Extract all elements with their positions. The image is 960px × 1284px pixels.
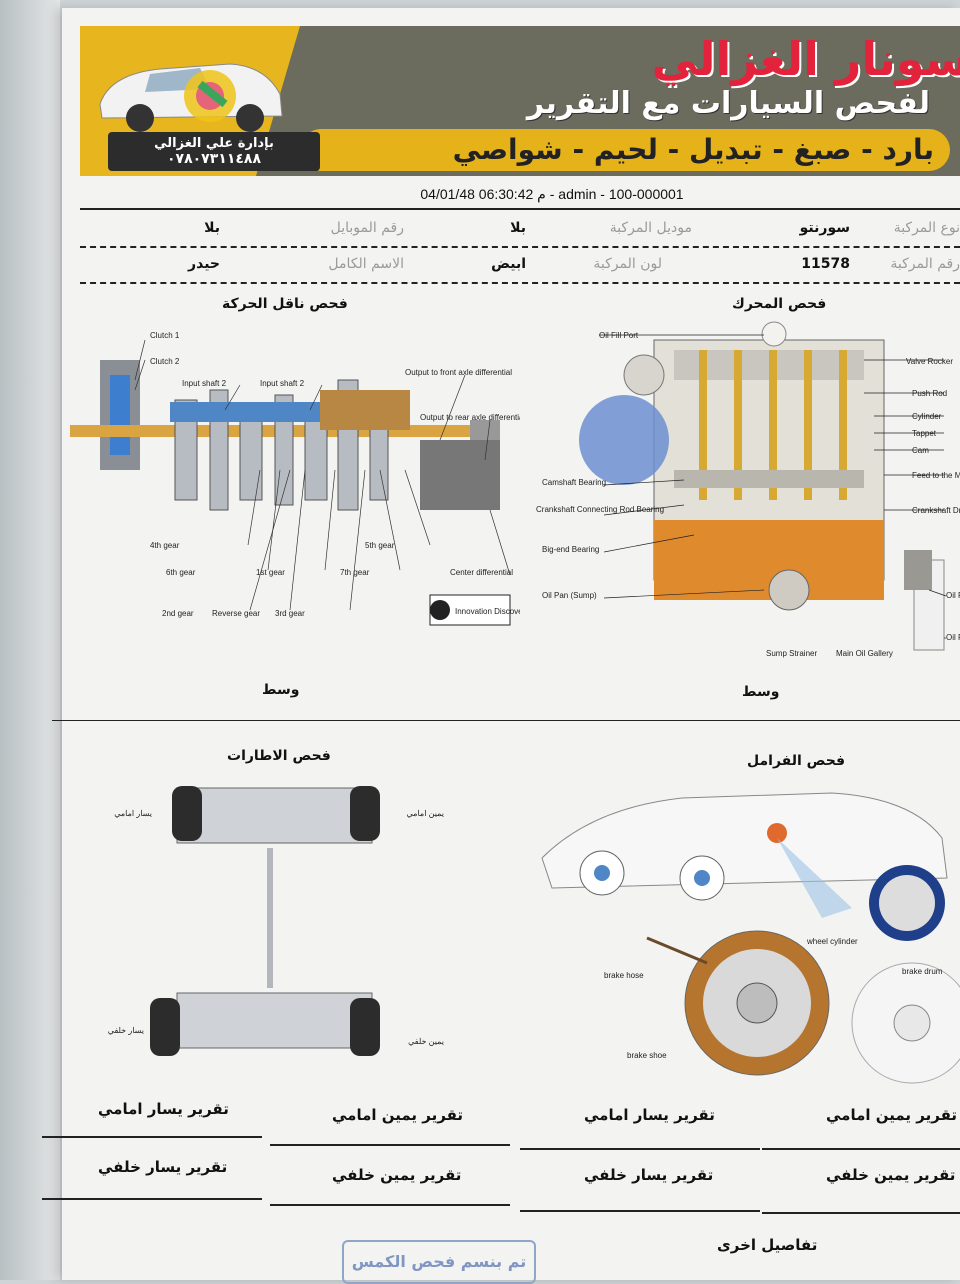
- engine-label-crank-drilling: Crankshaft Drilling: [912, 506, 960, 515]
- shop-subtitle: لفحص السيارات مع التقرير: [526, 86, 930, 121]
- brakes-title: فحص الفرامل: [747, 753, 846, 769]
- trans-label-6th: 6th gear: [166, 568, 196, 577]
- mobile-value: بلا: [204, 220, 220, 236]
- brake-report-front-right: تقرير يمين امامي: [826, 1106, 958, 1124]
- divider: [270, 1204, 510, 1206]
- tires-diagram: يسار امامي يمين امامي يسار خلفي يمين خلف…: [108, 786, 444, 1056]
- engine-label-feed-bearings: Feed to the Main Bearings: [912, 471, 960, 480]
- vehicle-number-label: رقم المركبة: [890, 256, 960, 272]
- shop-name: سونار الغزالي: [651, 32, 960, 86]
- engine-label-valve-rocker: Valve Rocker: [906, 357, 953, 366]
- divider: [270, 1144, 510, 1146]
- engine-label-big-end: Big-end Bearing: [542, 545, 599, 554]
- brake-label-wheel-cylinder: wheel cylinder: [806, 937, 858, 946]
- trans-label-input-shaft-b: Input shaft 2: [260, 379, 305, 388]
- tire-report-front-right: تقرير يمين امامي: [332, 1106, 464, 1124]
- inspection-stamp: تم بنسم فحص الكمس: [342, 1240, 536, 1284]
- other-details-label: تفاصيل اخرى: [717, 1236, 818, 1254]
- binder-edge: [0, 0, 60, 1280]
- trans-label-7th: 7th gear: [340, 568, 370, 577]
- trans-label-center-diff: Center differential: [450, 568, 513, 577]
- engine-label-camshaft-bearing: Camshaft Bearing: [542, 478, 606, 487]
- divider: [42, 1198, 262, 1200]
- divider: [520, 1210, 760, 1212]
- engine-label-sump-strainer: Sump Strainer: [766, 649, 817, 658]
- brake-report-front-left: تقرير يسار امامي: [584, 1106, 715, 1124]
- transmission-diagram: Clutch 1 Clutch 2 Input shaft 2 Input sh…: [70, 331, 520, 626]
- brake-label-brake-shoe: brake shoe: [627, 1051, 667, 1060]
- brakes-diagram: wheel cylinder brake hose brake drum bra…: [541, 792, 960, 1084]
- divider: [80, 282, 960, 284]
- header-banner: سونار الغزالي لفحص السيارات مع التقرير ب…: [80, 26, 960, 176]
- tire-report-rear-left: تقرير يسار خلفي: [98, 1158, 228, 1176]
- engine-label-cylinder: Cylinder: [912, 412, 942, 421]
- vehicle-color-label: لون المركبة: [593, 256, 662, 272]
- manager-name: بإدارة علي الغزالي: [154, 136, 274, 151]
- vehicle-model-value: بلا: [510, 220, 526, 236]
- manager-box: بإدارة علي الغزالي ٠٧٨٠٧٣١١٤٨٨: [108, 132, 320, 171]
- trans-label-5th: 5th gear: [365, 541, 395, 550]
- trans-label-3rd: 3rd gear: [275, 609, 305, 618]
- engine-diagram: Oil Fill Port Valve Rocker Push Rod Cyli…: [536, 321, 960, 658]
- brake-report-rear-right: تقرير يمين خلفي: [826, 1166, 956, 1184]
- mobile-label: رقم الموبايل: [330, 220, 404, 236]
- tire-report-front-left: تقرير يسار امامي: [98, 1100, 229, 1118]
- trans-label-1st: 1st gear: [256, 568, 285, 577]
- divider: [762, 1212, 960, 1214]
- transmission-title: فحص ناقل الحركة: [222, 296, 348, 312]
- vehicle-type-value: سورنتو: [799, 220, 850, 236]
- vehicle-type-label: نوع المركبة: [893, 220, 960, 236]
- trans-label-rear-axle: Output to rear axle differential: [420, 413, 520, 422]
- divider: [52, 720, 960, 721]
- phone-number: ٠٧٨٠٧٣١١٤٨٨: [167, 151, 261, 167]
- engine-label-conrod-bearing: Crankshaft Connecting Rod Bearing: [536, 505, 664, 514]
- trans-label-clutch1: Clutch 1: [150, 331, 180, 340]
- services-list: بارد - صبغ - تبديل - لحيم - شواصي: [300, 129, 950, 171]
- full-name-label: الاسم الكامل: [328, 256, 404, 272]
- divider: [520, 1148, 760, 1150]
- report-sheet: سونار الغزالي لفحص السيارات مع التقرير ب…: [42, 8, 960, 1284]
- trans-label-reverse: Reverse gear: [212, 609, 260, 618]
- engine-label-oil-pump: Oil Pump Forces Oil Pressure to Filter, …: [946, 591, 960, 600]
- tire-front-left: يسار امامي: [114, 809, 152, 818]
- vehicle-number-value: 11578: [801, 256, 850, 272]
- trans-label-input-shaft-a: Input shaft 2: [182, 379, 227, 388]
- engine-label-tappet: Tappet: [912, 429, 937, 438]
- report-meta: 04/01/48 06:30:42 م - admin - 100-000001: [420, 186, 684, 202]
- engine-label-cam: Cam: [912, 446, 929, 455]
- engine-result: وسط: [742, 684, 780, 700]
- engine-label-oil-pan: Oil Pan (Sump): [542, 591, 597, 600]
- divider: [80, 208, 960, 210]
- engine-label-push-rod: Push Rod: [912, 389, 947, 398]
- engine-title: فحص المحرك: [732, 296, 827, 312]
- trans-label-brand: Innovation Discoveries: [455, 607, 520, 616]
- trans-label-clutch2: Clutch 2: [150, 357, 180, 366]
- engine-label-oil-fill: Oil Fill Port: [599, 331, 639, 340]
- vehicle-color-value: ابيض: [491, 256, 526, 272]
- engine-label-main-gallery: Main Oil Gallery: [836, 649, 893, 658]
- transmission-result: وسط: [262, 682, 300, 698]
- trans-label-4th: 4th gear: [150, 541, 180, 550]
- full-name-value: حيدر: [188, 256, 220, 272]
- divider: [42, 1136, 262, 1138]
- tire-rear-right: يمين خلفي: [408, 1037, 444, 1046]
- tire-rear-left: يسار خلفي: [108, 1026, 144, 1035]
- car-logo-icon: [99, 63, 283, 132]
- vehicle-model-label: موديل المركبة: [609, 220, 692, 236]
- divider: [80, 246, 960, 248]
- brake-report-rear-left: تقرير يسار خلفي: [584, 1166, 714, 1184]
- divider: [762, 1148, 960, 1150]
- tires-title: فحص الاطارات: [227, 748, 331, 764]
- brake-label-brake-hose: brake hose: [604, 971, 644, 980]
- tire-report-rear-right: تقرير يمين خلفي: [332, 1166, 462, 1184]
- tire-front-right: يمين امامي: [407, 809, 444, 818]
- trans-label-2nd: 2nd gear: [162, 609, 194, 618]
- engine-label-oil-filter: Oil Filter: [946, 633, 960, 642]
- brake-label-brake-drum: brake drum: [902, 967, 943, 976]
- trans-label-front-axle: Output to front axle differential: [405, 368, 512, 377]
